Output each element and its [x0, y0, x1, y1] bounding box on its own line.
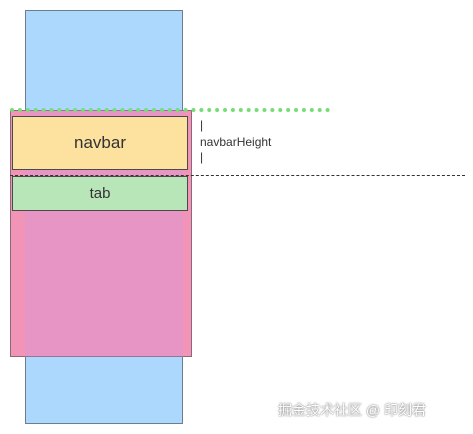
- dimension-bar-bottom: |: [200, 150, 204, 164]
- navbar-height-label: navbarHeight: [200, 135, 272, 149]
- navbar-label: navbar: [74, 133, 126, 152]
- tab-box: tab: [12, 176, 188, 211]
- navbar-box: navbar: [12, 116, 188, 170]
- dimension-bar-top: |: [200, 118, 204, 132]
- tab-label: tab: [89, 185, 111, 202]
- page-top-dotted-line: [10, 108, 330, 112]
- navbar-bottom-dashed-line: [10, 175, 465, 176]
- watermark-text: 掘金技术社区 @ 印刻君: [278, 402, 426, 418]
